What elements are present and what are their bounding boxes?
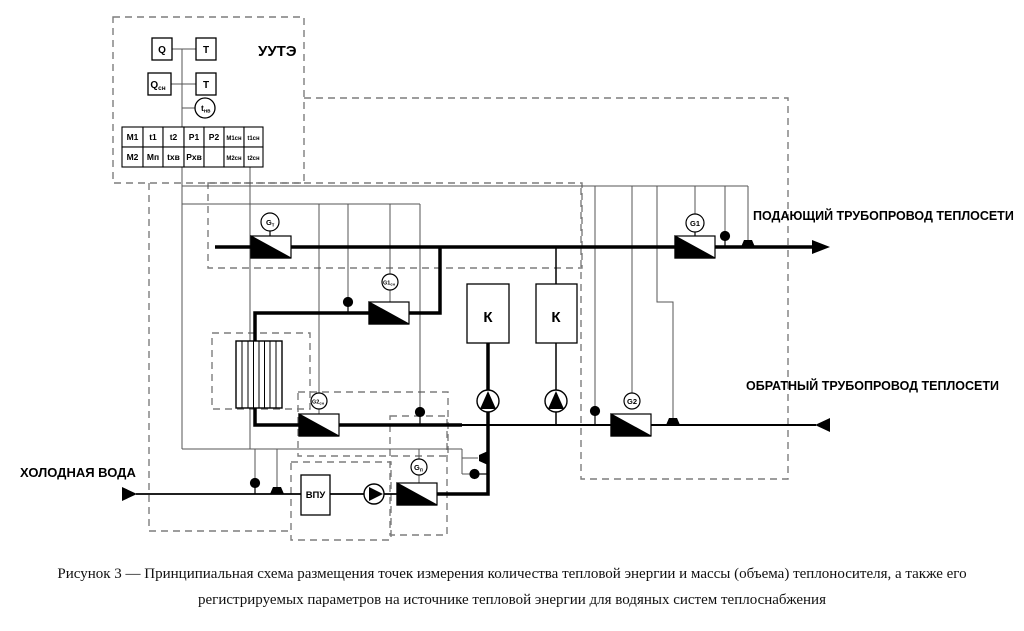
signal-lines bbox=[171, 48, 749, 487]
table-cell: M2сн bbox=[226, 156, 242, 162]
flow-transducer-gp bbox=[396, 481, 438, 506]
supply-metering-zone bbox=[207, 182, 583, 269]
own-needs-return-pipe bbox=[253, 408, 462, 427]
g2-meter-label: G2 bbox=[627, 397, 637, 406]
supply-temp-sensor bbox=[719, 230, 731, 247]
supply-pipeline-label: ПОДАЮЩИЙ ТРУБОПРОВОД ТЕПЛОСЕТИ bbox=[753, 208, 1014, 223]
makeup-pump bbox=[363, 483, 385, 505]
flow-transducer-g2sn bbox=[298, 412, 340, 437]
flow-transducer-g2 bbox=[610, 412, 652, 437]
g1-meter-label: G1 bbox=[690, 219, 700, 228]
table-cell: t1 bbox=[149, 132, 157, 142]
tnv-sensor bbox=[194, 97, 216, 119]
q-box-label: Q bbox=[158, 45, 166, 56]
parameter-table bbox=[121, 126, 264, 168]
flow-transducer-g1sn bbox=[368, 300, 410, 325]
gt-meter-label: Gт bbox=[266, 218, 275, 229]
t-return-box-label: T bbox=[203, 80, 209, 91]
qsn-box-label: Qсн bbox=[150, 80, 165, 92]
cold-water-temp-sensor bbox=[249, 477, 261, 494]
own-needs-supply-temp-sensor bbox=[342, 296, 354, 313]
boiler1-box bbox=[466, 283, 510, 344]
qsn-box bbox=[147, 72, 172, 96]
uute-title: УУТЭ bbox=[258, 43, 297, 60]
return-temp-sensor bbox=[589, 405, 601, 425]
parameter-table-cells: M1 t1 t2 P1 P2 M1сн t1сн M2 Mп tхв Pхв M… bbox=[127, 132, 260, 162]
heat-exchanger bbox=[235, 340, 283, 409]
cold-water-pressure-sensor bbox=[270, 487, 284, 494]
gt-meter bbox=[260, 212, 280, 232]
g1sn-meter bbox=[381, 273, 399, 291]
boiler2-label: К bbox=[551, 309, 561, 326]
tnv-label: tнв bbox=[201, 103, 211, 115]
return-pressure-sensor bbox=[666, 418, 680, 425]
uute-instrument-boxes bbox=[147, 37, 217, 119]
makeup-pipe bbox=[437, 425, 490, 496]
return-pipeline-label: ОБРАТНЫЙ ТРУБОПРОВОД ТЕПЛОСЕТИ bbox=[746, 378, 999, 393]
g1-meter bbox=[685, 213, 705, 233]
exchanger-zone bbox=[211, 332, 311, 410]
gp-meter bbox=[410, 458, 428, 476]
vpu-box bbox=[300, 474, 331, 516]
table-cell: M1сн bbox=[226, 136, 242, 142]
vpu-label: ВПУ bbox=[306, 490, 326, 501]
t-return-box bbox=[195, 72, 217, 96]
g2-meter bbox=[623, 392, 641, 410]
t-supply-box-label: T bbox=[203, 45, 209, 56]
table-cell: t2сн bbox=[247, 156, 260, 162]
table-cell: t1сн bbox=[247, 136, 260, 142]
table-cell: P1 bbox=[189, 132, 200, 142]
uute-zone-box bbox=[112, 16, 305, 184]
cold-water-flow-arrow bbox=[122, 487, 137, 501]
temperature-sensors bbox=[249, 230, 731, 494]
gp-meter-label: Gп bbox=[414, 463, 423, 474]
t-supply-box bbox=[195, 37, 217, 61]
figure-caption-line1: Рисунок 3 — Принципиальная схема размеще… bbox=[57, 566, 966, 582]
boiler1-pump bbox=[476, 389, 500, 413]
table-cell: M1 bbox=[127, 132, 139, 142]
q-box bbox=[151, 37, 173, 61]
cold-water-label: ХОЛОДНАЯ ВОДА bbox=[20, 465, 136, 480]
vpu-zone bbox=[290, 461, 392, 541]
flow-meter-indicators bbox=[260, 212, 705, 476]
figure-caption-line2: регистрируемых параметров на источнике т… bbox=[198, 592, 826, 608]
table-cell: t2 bbox=[170, 132, 178, 142]
left-zone-boundary bbox=[148, 183, 290, 532]
flow-transducer-g1 bbox=[674, 234, 716, 259]
table-cell: Pхв bbox=[186, 152, 202, 162]
boiler2-pump bbox=[544, 389, 568, 413]
pumps bbox=[363, 389, 568, 505]
boiler2-box bbox=[535, 283, 578, 344]
return-flow-arrow bbox=[815, 418, 830, 432]
makeup-temp-sensor bbox=[469, 468, 488, 480]
boiler1-label: К bbox=[483, 309, 493, 326]
flow-transducers bbox=[250, 234, 716, 506]
pressure-sensors bbox=[270, 240, 755, 494]
g1sn-meter-label: G1сн bbox=[383, 281, 396, 287]
g2sn-meter bbox=[310, 392, 328, 410]
supply-flow-arrow bbox=[812, 240, 830, 254]
table-cell: tхв bbox=[167, 152, 180, 162]
own-needs-return-temp-sensor bbox=[414, 406, 426, 425]
flow-arrows bbox=[122, 240, 830, 501]
g2sn-meter-label: G2сн bbox=[312, 400, 325, 406]
supply-pressure-sensor bbox=[741, 240, 755, 247]
makeup-pressure-sensor bbox=[479, 451, 488, 465]
flow-transducer-gt bbox=[250, 234, 292, 259]
table-cell: M2 bbox=[127, 152, 139, 162]
right-zone-boundary bbox=[304, 97, 789, 480]
equipment-boxes bbox=[300, 283, 578, 516]
table-cell: Mп bbox=[147, 152, 159, 162]
table-cell: P2 bbox=[209, 132, 220, 142]
